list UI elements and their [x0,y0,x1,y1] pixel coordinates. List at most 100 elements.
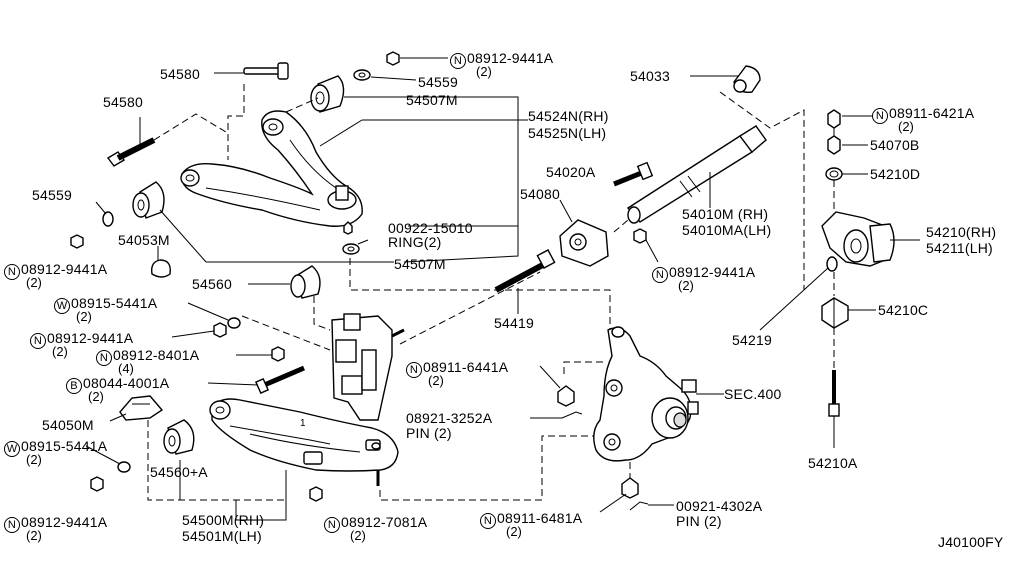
n-circle-icon: N [406,362,422,378]
label-54050m: 54050M [42,417,94,433]
label-54010m-rh: 54010M (RH) [682,206,769,222]
qty-08911-6421a: (2) [898,119,914,134]
dashed-guides-lower [147,271,620,501]
n-circle-icon: N [4,517,20,533]
upper-link-arm [180,110,363,227]
label-54210-rh: 54210(RH) [926,224,997,240]
label-54524n-rh: 54524N(RH) [528,108,609,124]
label-54211-lh: 54211(LH) [926,240,993,256]
label-54210c: 54210C [878,302,929,318]
n-circle-icon: N [450,53,466,69]
label-54219: 54219 [732,332,772,348]
n-circle-icon: N [30,333,46,349]
crossmember-bracket [331,313,405,421]
label-54580-top: 54580 [160,66,200,82]
label-54070b: 54070B [870,137,920,153]
label-00921-4302a: 00921-4302A [676,498,763,514]
rod-54419 [494,249,556,314]
bushing-54507m-bottom [70,181,165,249]
n-circle-icon: N [96,350,112,366]
ring-00922-15010 [342,221,369,255]
label-54559-top: 54559 [418,74,458,90]
n-circle-icon: N [872,108,888,124]
w-circle-icon: W [54,298,70,314]
nut-washer-top [353,51,448,81]
bolt-54020a [613,161,654,187]
label-00921-pin: PIN (2) [676,513,722,529]
bushing-54560 [248,265,321,299]
qty-08912-9441a-top: (2) [476,64,492,79]
qty-08915-5441a-b: (2) [26,452,42,467]
torsion-bar-54010m [613,125,767,233]
label-54525n-lh: 54525N(LH) [528,125,607,141]
n-circle-icon: N [324,517,340,533]
bottom-washer-nut [85,445,131,492]
label-54507m-top: 54507M [406,92,458,108]
bracket-54080 [559,199,659,267]
cap-54033 [690,65,805,290]
label-08921-3252a: 08921-3252A [406,410,493,426]
label-sec400: SEC.400 [724,386,782,402]
qty-08044-4001a: (2) [88,389,104,404]
qty-08912-9441a-left: (2) [26,275,42,290]
label-00922-ring: RING(2) [388,234,442,250]
label-54500m-rh: 54500M(RH) [182,512,265,528]
qty-08912-7081a: (2) [350,528,366,543]
n-circle-icon: N [4,264,20,280]
bushing-54507m-top [310,75,404,113]
dashed-guides-upper [153,84,611,330]
label-54560: 54560 [192,276,232,292]
n-circle-icon: N [652,267,668,283]
label-54020a: 54020A [546,164,596,180]
diagram-code: J40100FY [938,534,1004,550]
bolt-08044-4001a [207,365,305,395]
steering-knuckle [593,326,724,462]
label-54580-left: 54580 [103,94,143,110]
bracket-54050m [109,395,164,422]
boot-54053m [150,246,171,278]
qty-08912-8401a: (4) [118,361,134,376]
svg-text:1: 1 [300,418,306,429]
label-54419: 54419 [494,315,534,331]
castle-nut-upper [539,361,604,407]
label-54560a: 54560+A [150,464,208,480]
label-54210a: 54210A [808,455,858,471]
callout-brackets-lower [179,460,287,521]
left-washers-nuts [171,302,285,362]
label-54210d: 54210D [870,166,921,182]
bolt-54580-top [214,62,289,80]
n-circle-icon: N [480,513,496,529]
label-08921-pin: PIN (2) [406,425,452,441]
lower-link-arm: 1 [209,398,399,502]
qty-08912-9441a-bottom: (2) [26,528,42,543]
cotter-pin-upper [530,411,583,419]
qty-08912-9441a-mid: (2) [52,344,68,359]
cotter-pin-lower [629,501,674,511]
qty-08911-6441a: (2) [428,373,444,388]
qty-08911-6481a: (2) [506,524,522,539]
callout-brackets-upper [159,96,528,263]
b-circle-icon: B [66,378,82,394]
qty-08912-9441a-right: (2) [678,278,694,293]
qty-08915-5441a-a: (2) [76,309,92,324]
right-stack [759,109,920,448]
w-circle-icon: W [4,441,20,457]
bushing-54560a [163,419,195,455]
label-54053m: 54053M [118,232,170,248]
label-54559-left: 54559 [32,187,72,203]
label-54010ma-lh: 54010MA(LH) [682,222,772,238]
label-00922-15010: 00922-15010 [388,220,473,236]
